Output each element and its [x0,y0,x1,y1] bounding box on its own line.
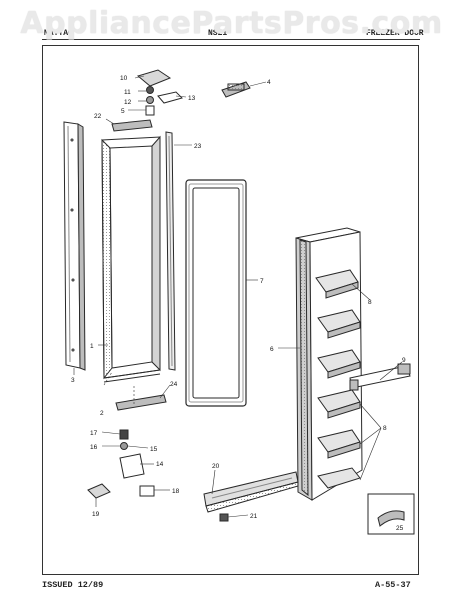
brand-label: MAYTAG [44,29,73,38]
callout-1: 1 [90,343,94,350]
callout-19: 19 [92,511,100,518]
callout-4: 4 [267,79,271,86]
callout-12: 12 [124,99,132,106]
part-door-gasket [185,179,247,407]
callout-8a: 8 [368,299,372,306]
part-inset-box [367,493,415,535]
callout-24: 24 [170,381,178,388]
callout-labels: 1 2 3 4 5 6 7 8 8 9 10 11 12 13 14 15 16… [71,75,406,532]
callout-22: 22 [94,113,102,120]
callout-18: 18 [172,488,180,495]
callout-15: 15 [150,446,158,453]
model-label: NS21 [208,29,228,38]
part-door-shelves [315,269,361,489]
part-trim-strip [165,131,176,371]
issued-date: ISSUED 12/89 [42,580,104,590]
part-hinge-pin [221,81,251,98]
callout-16: 16 [90,444,98,451]
part-handle-bar [203,471,299,513]
header-rule [42,39,420,40]
part-side-channel [63,121,86,371]
part-lower-hinge [87,429,155,499]
callout-11: 11 [124,89,131,96]
callout-3: 3 [71,377,75,384]
callout-2: 2 [100,410,104,417]
callout-20: 20 [212,463,220,470]
callout-5: 5 [121,108,125,115]
diagram-frame [42,45,419,575]
part-bottom-cap [115,394,167,411]
callout-7: 7 [260,278,264,285]
callout-10: 10 [120,75,128,82]
callout-6: 6 [270,346,274,353]
section-title: FREEZER DOOR [366,29,424,38]
page-number: A-55-37 [375,580,411,590]
part-top-cap [111,119,153,132]
callout-8b: 8 [383,425,387,432]
callout-14: 14 [156,461,164,468]
callout-23: 23 [194,143,202,150]
part-shelf-bar [349,363,411,391]
callout-21: 21 [250,513,258,520]
part-upper-hinge [136,69,183,116]
part-clip [219,513,229,522]
callout-17: 17 [90,430,98,437]
callout-13: 13 [188,95,196,102]
part-door-frame [101,135,161,383]
callout-9: 9 [402,357,406,364]
callout-25: 25 [396,525,404,532]
